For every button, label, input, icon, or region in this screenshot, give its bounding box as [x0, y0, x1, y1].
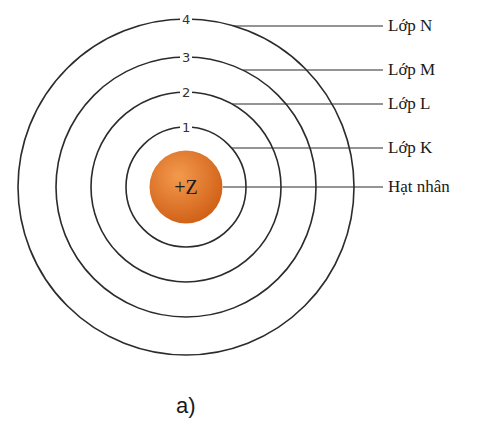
shell-number: 1	[180, 120, 192, 135]
figure-caption: a)	[176, 393, 196, 419]
leader-line	[234, 25, 383, 26]
leader-line	[223, 186, 383, 187]
shell-label: Lớp L	[388, 94, 431, 114]
shell-number: 3	[180, 50, 192, 65]
shell-label: Lớp M	[388, 60, 435, 80]
shell-number: 4	[180, 12, 192, 27]
nucleus-label: +Z	[174, 176, 198, 199]
shell-number: 2	[180, 85, 192, 100]
leader-line	[232, 103, 383, 104]
leader-line	[232, 147, 383, 148]
nucleus-fill	[150, 151, 223, 224]
shell-label: Hạt nhân	[388, 177, 450, 197]
shell-label: Lớp K	[388, 138, 432, 158]
shell-label: Lớp N	[388, 16, 432, 36]
leader-line	[243, 69, 383, 70]
nucleus-circle: +Z	[149, 150, 223, 224]
